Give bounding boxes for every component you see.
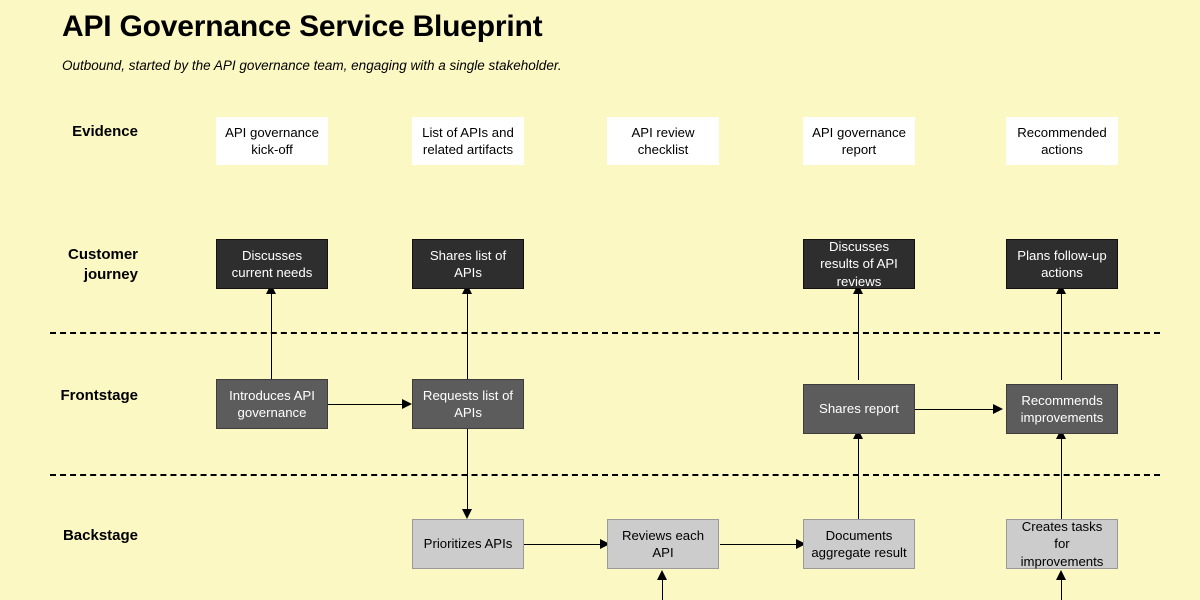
connector-frontstage1-to-journey1 (271, 292, 272, 380)
connector-backstage4-to-frontstage4 (1061, 437, 1062, 519)
connector-below-to-backstage2 (662, 578, 663, 600)
row-label-backstage: Backstage (62, 527, 138, 544)
arrowhead-frontstage1-to-frontstage2 (402, 399, 412, 409)
row-label-evidence: Evidence (72, 123, 138, 140)
connector-backstage2-to-backstage3 (720, 544, 798, 545)
customer-journey-node-2[interactable]: Shares list of APIs (412, 239, 524, 289)
row-label-customer-journey-line2: journey (83, 266, 138, 284)
backstage-node-1[interactable]: Prioritizes APIs (412, 519, 524, 569)
arrowhead-backstage3-to-frontstage3 (853, 429, 863, 439)
arrowhead-frontstage2-to-backstage1 (462, 509, 472, 519)
page-title: API Governance Service Blueprint (62, 10, 543, 43)
frontstage-node-1[interactable]: Introduces API governance (216, 379, 328, 429)
customer-journey-node-3[interactable]: Discusses results of API reviews (803, 239, 915, 289)
evidence-node-3[interactable]: API review checklist (607, 117, 719, 165)
arrowhead-below-to-backstage2 (657, 570, 667, 580)
arrowhead-backstage2-to-backstage3 (796, 539, 806, 549)
line-of-visibility (50, 474, 1160, 476)
frontstage-node-4[interactable]: Recommends improvements (1006, 384, 1118, 434)
backstage-node-4[interactable]: Creates tasks for improvements (1006, 519, 1118, 569)
connector-backstage3-to-frontstage3 (858, 437, 859, 519)
arrowhead-frontstage2-to-journey2 (462, 284, 472, 294)
arrowhead-backstage4-to-frontstage4 (1056, 429, 1066, 439)
arrowhead-frontstage3-to-journey3 (853, 284, 863, 294)
connector-frontstage4-to-journey4 (1061, 292, 1062, 380)
evidence-node-1[interactable]: API governance kick-off (216, 117, 328, 165)
connector-frontstage3-to-frontstage4 (915, 409, 995, 410)
arrowhead-below-to-backstage4 (1056, 570, 1066, 580)
connector-frontstage2-to-journey2 (467, 292, 468, 380)
arrowhead-backstage1-to-backstage2 (600, 539, 610, 549)
arrowhead-frontstage3-to-frontstage4 (993, 404, 1003, 414)
line-of-interaction (50, 332, 1160, 334)
connector-frontstage2-to-backstage1 (467, 429, 468, 511)
evidence-node-2[interactable]: List of APIs and related artifacts (412, 117, 524, 165)
arrowhead-frontstage4-to-journey4 (1056, 284, 1066, 294)
connector-below-to-backstage4 (1061, 578, 1062, 600)
evidence-node-4[interactable]: API governance report (803, 117, 915, 165)
customer-journey-node-1[interactable]: Discusses current needs (216, 239, 328, 289)
frontstage-node-2[interactable]: Requests list of APIs (412, 379, 524, 429)
frontstage-node-3[interactable]: Shares report (803, 384, 915, 434)
backstage-node-3[interactable]: Documents aggregate result (803, 519, 915, 569)
row-label-customer-journey: Customer journey (0, 245, 138, 286)
connector-backstage1-to-backstage2 (524, 544, 602, 545)
row-label-customer-journey-line1: Customer (67, 246, 138, 263)
evidence-node-5[interactable]: Recommended actions (1006, 117, 1118, 165)
connector-frontstage3-to-journey3 (858, 292, 859, 380)
backstage-node-2[interactable]: Reviews each API (607, 519, 719, 569)
row-label-frontstage: Frontstage (60, 387, 138, 404)
connector-frontstage1-to-frontstage2 (328, 404, 404, 405)
page-subtitle: Outbound, started by the API governance … (62, 58, 562, 73)
customer-journey-node-4[interactable]: Plans follow-up actions (1006, 239, 1118, 289)
arrowhead-frontstage1-to-journey1 (266, 284, 276, 294)
